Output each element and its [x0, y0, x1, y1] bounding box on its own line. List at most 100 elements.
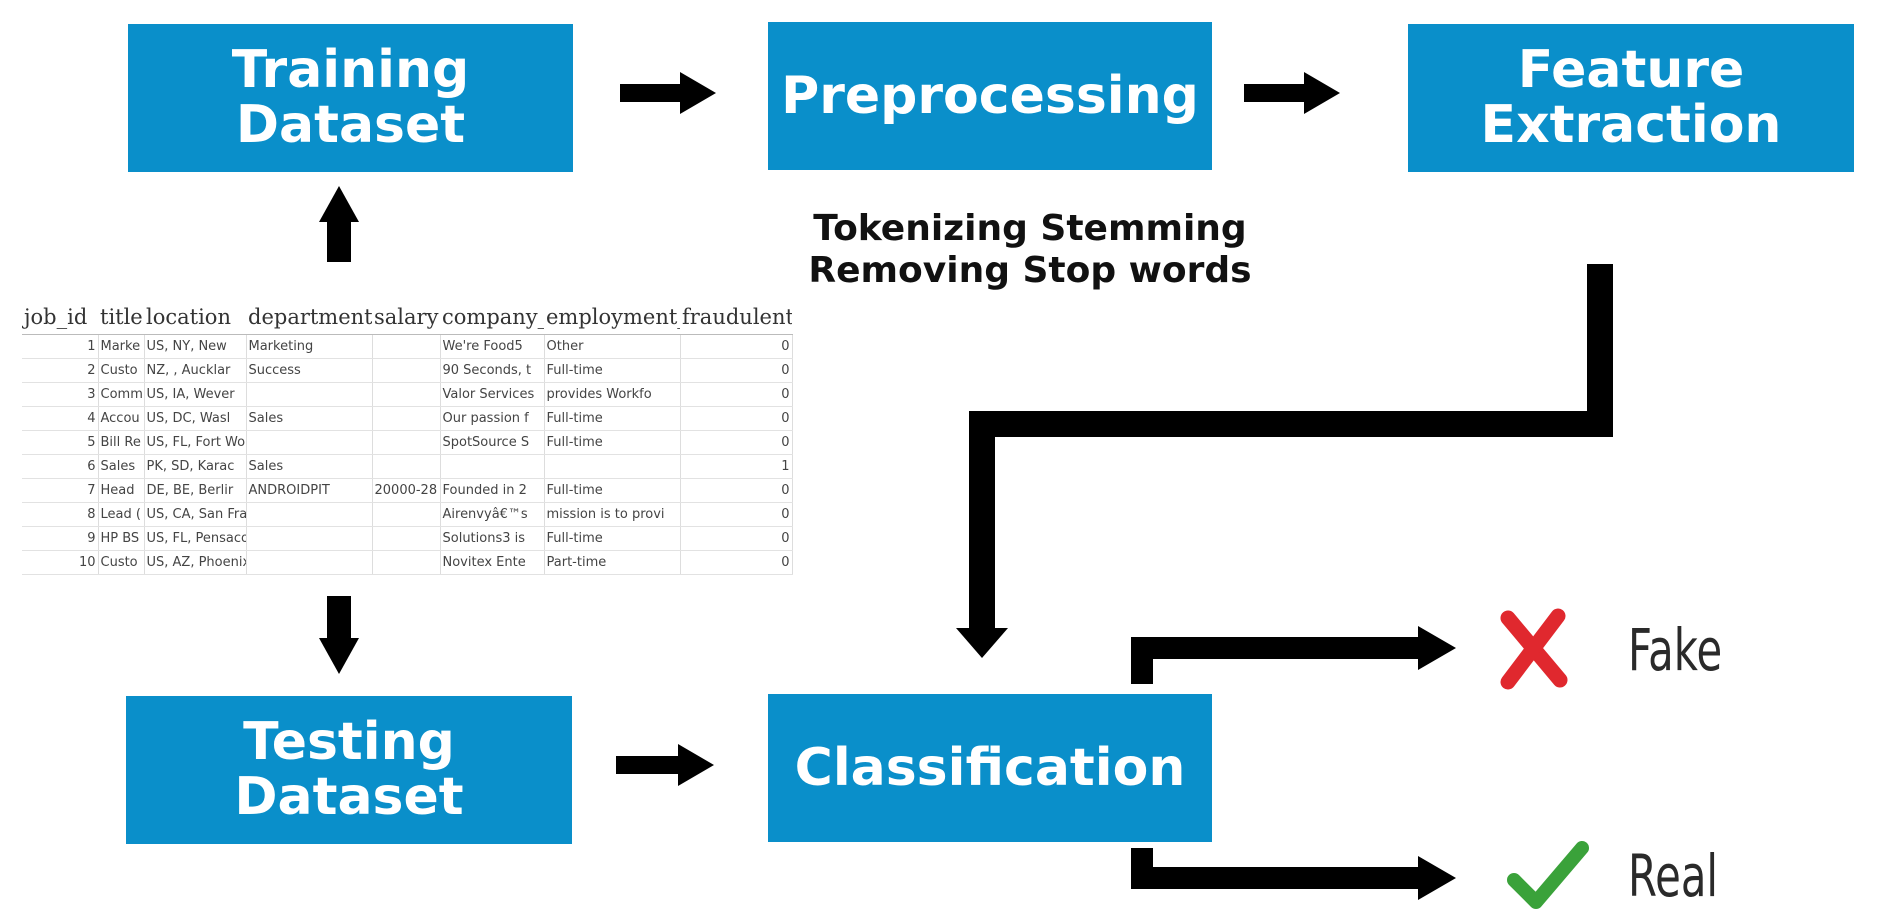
training-dataset-box: Training Dataset — [128, 24, 573, 172]
table-cell: PK, SD, Karac — [144, 454, 247, 479]
check-icon — [1507, 841, 1589, 909]
table-cell: Sales — [98, 454, 145, 479]
table-cell: 7 — [22, 478, 99, 503]
table-cell: 1 — [22, 334, 99, 359]
table-cell: 4 — [22, 406, 99, 431]
table-cell: US, FL, Fort Worth — [144, 430, 247, 455]
table-cell: US, DC, Wasl — [144, 406, 247, 431]
table-cell — [246, 430, 373, 455]
table-cell: 0 — [680, 382, 793, 407]
column-header: employment_ — [544, 300, 680, 335]
table-cell — [372, 550, 441, 575]
preprocessing-caption: Tokenizing Stemming Removing Stop words — [780, 208, 1280, 292]
arrow-dataset-to-testing — [319, 596, 359, 674]
box-line: Training — [231, 40, 470, 101]
table-cell: Marke — [98, 334, 145, 359]
table-cell: Full-time — [544, 478, 681, 503]
table-cell — [246, 526, 373, 551]
table-cell: 0 — [680, 526, 793, 551]
table-cell: HP BS — [98, 526, 145, 551]
table-cell: DE, BE, Berlir — [144, 478, 247, 503]
table-cell: 8 — [22, 502, 99, 527]
feature-extraction-box: Feature Extraction — [1408, 24, 1854, 172]
preprocessing-box: Preprocessing — [768, 22, 1212, 170]
box-line: Preprocessing — [781, 65, 1199, 126]
table-cell: 5 — [22, 430, 99, 455]
table-cell: 0 — [680, 550, 793, 575]
table-cell: 10 — [22, 550, 99, 575]
classification-box: Classification — [768, 694, 1212, 842]
cross-icon — [1500, 608, 1568, 690]
column-header: job_id — [22, 300, 98, 335]
dataset-sample-table: job_id title location department salary … — [22, 300, 793, 575]
box-line: Dataset — [235, 95, 466, 155]
table-cell: ANDROIDPIT — [246, 478, 373, 503]
table-cell — [372, 406, 441, 431]
table-cell: Marketing — [246, 334, 373, 359]
column-header: location — [144, 300, 246, 335]
table-cell — [246, 382, 373, 407]
testing-dataset-box: Testing Dataset — [126, 696, 572, 844]
table-cell: 1 — [680, 454, 793, 479]
table-cell: Our passion f — [440, 406, 545, 431]
box-line: Testing — [243, 712, 455, 773]
table-cell: Accou — [98, 406, 145, 431]
table-cell: Solutions3 is — [440, 526, 545, 551]
table-cell — [372, 334, 441, 359]
box-line: Classification — [794, 737, 1186, 798]
table-cell: Part-time — [544, 550, 681, 575]
box-line: Feature — [1517, 40, 1745, 101]
table-cell: 0 — [680, 478, 793, 503]
table-cell: 2 — [22, 358, 99, 383]
arrow-feature-to-classification — [956, 264, 1613, 658]
table-cell: Comm — [98, 382, 145, 407]
column-header: title — [98, 300, 144, 335]
table-header-row: job_id title location department salary … — [22, 300, 792, 335]
arrow-classification-to-fake — [1131, 626, 1456, 684]
table-cell: 3 — [22, 382, 99, 407]
table-cell: 0 — [680, 406, 793, 431]
arrow-dataset-to-training — [319, 186, 359, 262]
arrow-testing-to-classification — [616, 744, 714, 786]
table-cell — [372, 382, 441, 407]
table-cell: 0 — [680, 502, 793, 527]
table-cell — [246, 550, 373, 575]
table-cell: Novitex Ente — [440, 550, 545, 575]
table-cell: provides Workfo — [544, 382, 681, 407]
table-cell: US, NY, New — [144, 334, 247, 359]
table-cell — [246, 502, 373, 527]
arrow-classification-to-real — [1131, 848, 1456, 900]
table-cell: 0 — [680, 334, 793, 359]
arrow-preprocessing-to-feature — [1244, 72, 1340, 114]
table-cell: Founded in 2 — [440, 478, 545, 503]
table-cell: Full-time — [544, 358, 681, 383]
column-header: salary — [372, 300, 440, 335]
table-cell: Head — [98, 478, 145, 503]
table-cell: Success — [246, 358, 373, 383]
table-cell: SpotSource S — [440, 430, 545, 455]
box-line: Dataset — [234, 767, 464, 827]
table-cell: Full-time — [544, 406, 681, 431]
table-cell — [372, 358, 441, 383]
arrow-training-to-preprocessing — [620, 72, 716, 114]
table-cell: Lead ( — [98, 502, 145, 527]
table-cell: 0 — [680, 430, 793, 455]
table-cell — [372, 454, 441, 479]
caption-line: Tokenizing Stemming — [813, 208, 1247, 249]
table-cell: 0 — [680, 358, 793, 383]
real-label: Real — [1628, 842, 1719, 910]
column-header: fraudulent — [680, 300, 792, 335]
table-cell — [372, 430, 441, 455]
table-cell — [372, 502, 441, 527]
